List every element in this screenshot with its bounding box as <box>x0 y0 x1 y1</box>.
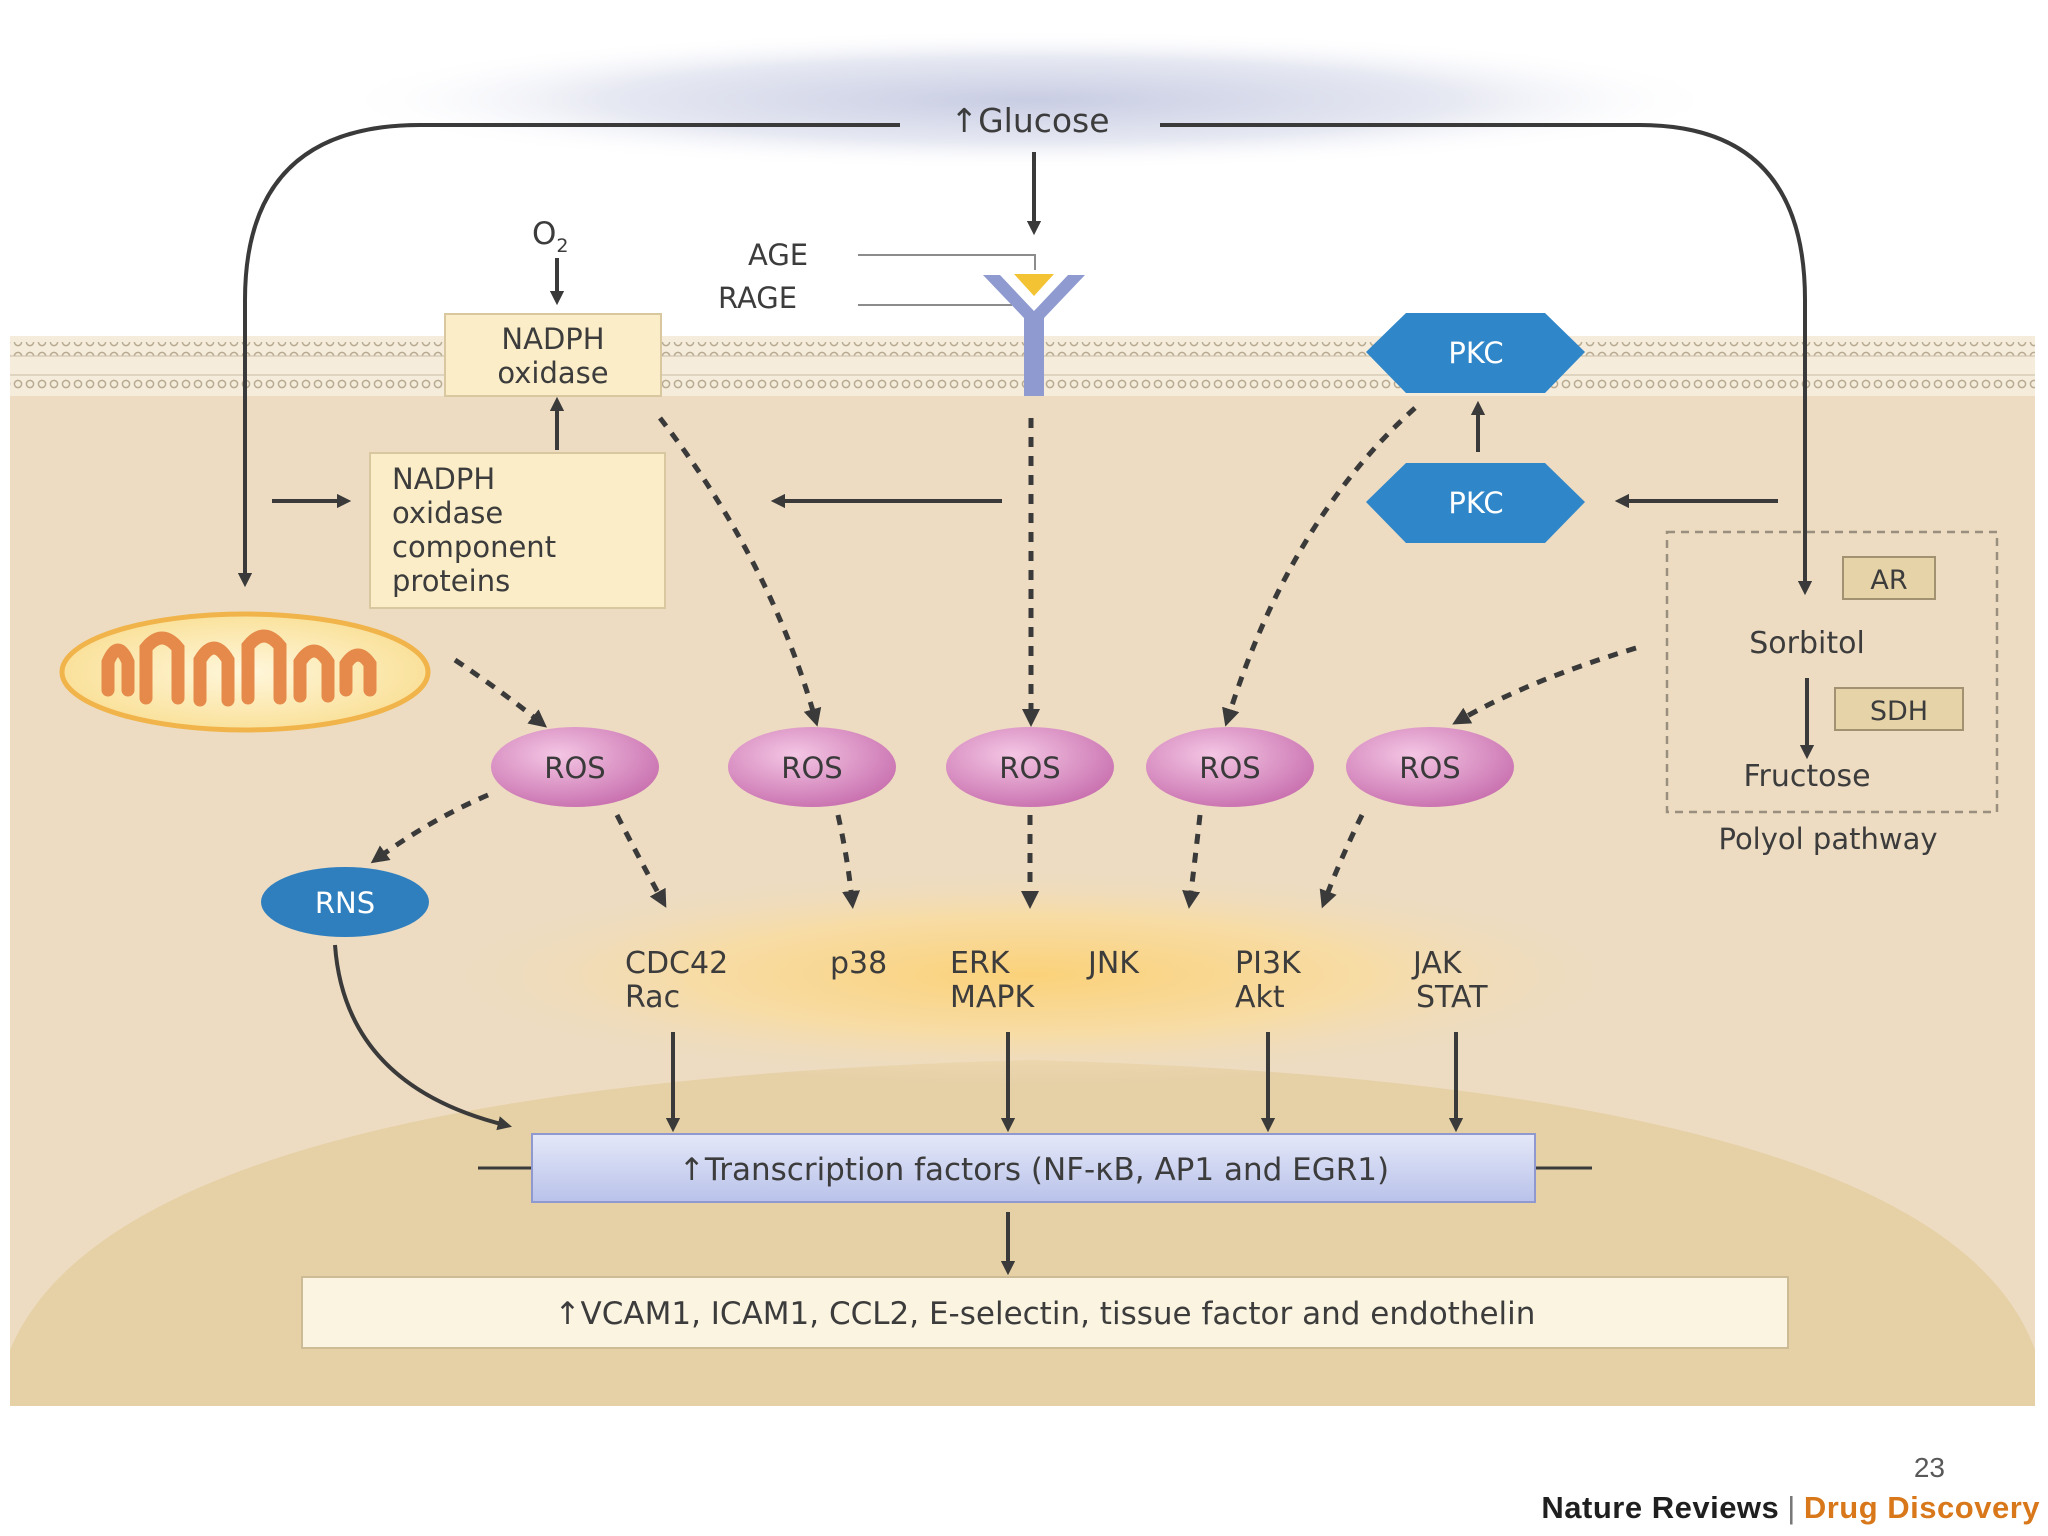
ros-1-label: ROS <box>544 751 605 785</box>
arrow-pkc-to-ros4 <box>1222 406 1417 727</box>
ar-box <box>1842 556 1936 600</box>
jak-label: JAK <box>1411 946 1463 981</box>
extracellular-glow <box>330 30 1730 170</box>
arrow-nadph-to-ros2 <box>658 416 822 727</box>
kinase-glow <box>410 865 1650 1085</box>
fructose-label: Fructose <box>1743 759 1870 794</box>
mapk-label: MAPK <box>950 980 1035 1015</box>
ros-3: ROS <box>946 727 1114 807</box>
components-line3: component <box>392 530 556 564</box>
polyol-pathway: AR Sorbitol SDH Fructose <box>1665 530 1999 814</box>
sdh-label: SDH <box>1870 696 1928 727</box>
journal-credit: Nature Reviews|Drug Discovery <box>1541 1490 2040 1526</box>
outputs-label: ↑VCAM1, ICAM1, CCL2, E-selectin, tissue … <box>555 1296 1536 1332</box>
polyol-pathway-label: Polyol pathway <box>1718 822 1937 856</box>
sorbitol-label: Sorbitol <box>1749 626 1865 661</box>
p38-label: p38 <box>830 946 887 981</box>
arrow-ros1-to-rns <box>370 792 489 864</box>
rage-receptor <box>983 274 1085 396</box>
arrow-ros2-to-kinases <box>835 814 861 909</box>
o2-label: O2 <box>532 216 569 257</box>
ros-2: ROS <box>728 727 896 807</box>
nadph-oxidase-line2: oxidase <box>497 356 608 390</box>
o2-text: O <box>532 216 556 252</box>
credit-section: Drug Discovery <box>1803 1490 2040 1525</box>
slide-number: 23 <box>1913 1452 1945 1483</box>
pkc-bottom-label: PKC <box>1448 486 1503 520</box>
pkc-bottom: PKC <box>1366 463 1585 543</box>
stat-label: STAT <box>1416 980 1488 1015</box>
pi3k-label: PI3K <box>1235 946 1302 981</box>
credit-separator: | <box>1787 1490 1796 1525</box>
kinase-labels: CDC42 Rac p38 ERK MAPK JNK PI3K Akt JAK … <box>625 946 1488 1015</box>
ros-4: ROS <box>1146 727 1314 807</box>
ros-2-label: ROS <box>781 751 842 785</box>
ros-4-label: ROS <box>1199 751 1260 785</box>
cell-membrane <box>10 336 2035 396</box>
glucose-label: ↑Glucose <box>950 101 1109 140</box>
components-line2: oxidase <box>392 496 503 530</box>
credit-journal: Nature Reviews <box>1541 1490 1780 1525</box>
nadph-oxidase-line1: NADPH <box>501 322 604 356</box>
ros-3-label: ROS <box>999 751 1060 785</box>
ros-1: ROS <box>491 727 659 807</box>
transcription-factors-label: ↑Transcription factors (NF-κB, AP1 and E… <box>679 1152 1389 1188</box>
outputs-box: ↑VCAM1, ICAM1, CCL2, E-selectin, tissue … <box>301 1276 1789 1349</box>
age-label: AGE <box>748 238 808 272</box>
components-line4: proteins <box>392 564 510 598</box>
ros-5-label: ROS <box>1399 751 1460 785</box>
akt-label: Akt <box>1235 980 1285 1015</box>
arrow-rns-to-transcription <box>333 944 512 1131</box>
age-ligand <box>1014 274 1054 296</box>
transcription-factors-box: ↑Transcription factors (NF-κB, AP1 and E… <box>531 1133 1536 1203</box>
pkc-top: PKC <box>1366 313 1585 393</box>
arrow-polyol-to-ros5 <box>1452 645 1637 725</box>
ros-5: ROS <box>1346 727 1514 807</box>
nadph-components-box: NADPH oxidase component proteins <box>369 452 666 609</box>
o2-subscript: 2 <box>556 235 568 257</box>
arrow-ros1-to-kinases <box>614 813 667 908</box>
arrow-glucose-to-mitochondria <box>237 123 900 588</box>
arrow-glucose-to-polyol <box>1160 123 1813 596</box>
sdh-box <box>1834 687 1964 731</box>
mitochondrion <box>59 611 431 733</box>
rns-label: RNS <box>315 886 375 920</box>
components-line1: NADPH <box>392 462 495 496</box>
erk-label: ERK <box>950 946 1011 981</box>
rns: RNS <box>261 867 429 937</box>
jnk-label: JNK <box>1086 946 1140 981</box>
pkc-top-label: PKC <box>1448 336 1503 370</box>
arrow-ros4-to-kinases <box>1182 814 1203 909</box>
age-pointer-line <box>858 254 1036 270</box>
rac-label: Rac <box>625 980 680 1015</box>
arrow-ros5-to-kinases <box>1319 813 1365 909</box>
nadph-oxidase-box: NADPH oxidase <box>444 313 662 397</box>
rage-label: RAGE <box>718 281 797 315</box>
ar-label: AR <box>1870 565 1907 596</box>
cdc42-label: CDC42 <box>625 946 728 981</box>
